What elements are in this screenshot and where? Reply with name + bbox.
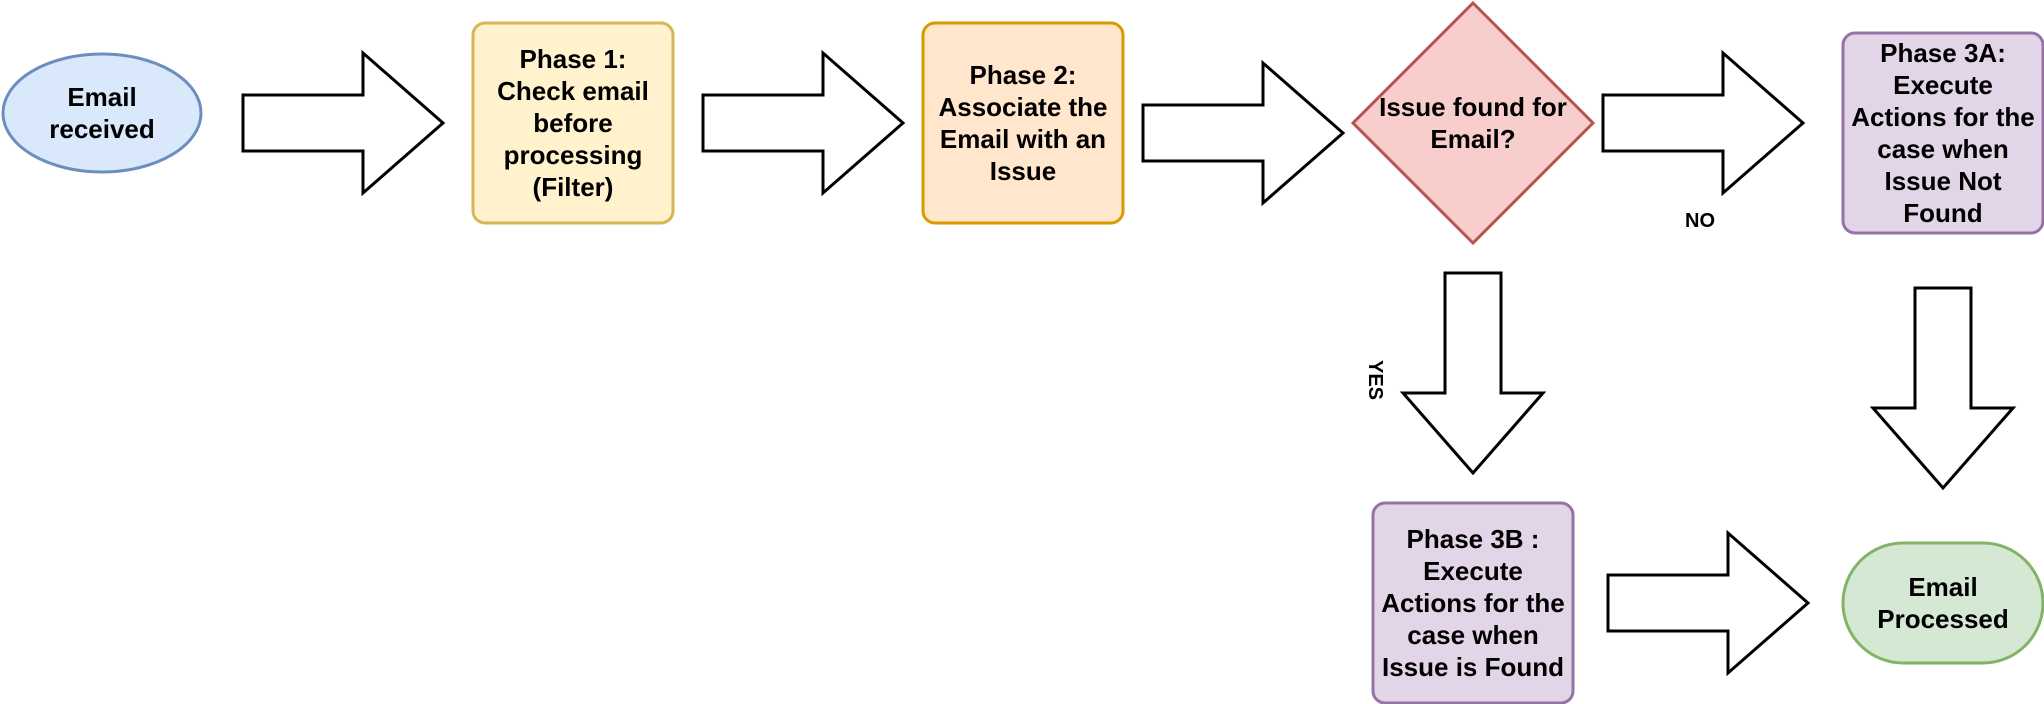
phase2-box[interactable] (921, 21, 1125, 225)
phase3a-box[interactable] (1841, 31, 2044, 235)
edge-label-yes: YES (1364, 360, 1386, 401)
phase1-box[interactable] (471, 21, 675, 225)
decision-label: Issue found for Email? (1379, 92, 1567, 154)
decision-diamond[interactable] (1350, 0, 1596, 246)
phase3a-label: Phase 3A: Execute Actions for the case w… (1851, 38, 2035, 228)
email-processed-label: Email Processed (1877, 572, 2009, 634)
arrow-start-to-phase1 (241, 49, 446, 197)
arrow-phase3b-to-end (1606, 529, 1811, 677)
arrow-phase2-to-decision (1141, 59, 1346, 207)
email-processed-shape[interactable] (1841, 541, 2044, 665)
phase3b-label: Phase 3B : Execute Actions for the case … (1381, 524, 1565, 682)
arrow-decision-to-phase3b (1399, 271, 1547, 476)
phase2-label: Phase 2: Associate the Email with an Iss… (938, 60, 1108, 186)
email-received-ellipse[interactable] (1, 52, 203, 174)
phase1-label: Phase 1: Check email before processing (… (497, 44, 649, 202)
arrow-phase1-to-phase2 (701, 49, 906, 197)
arrow-decision-to-phase3a (1601, 49, 1806, 197)
email-received-label: Email received (49, 82, 155, 144)
edge-label-no: NO (1685, 210, 1715, 232)
arrow-phase3a-to-end (1869, 286, 2017, 491)
phase3b-box[interactable] (1371, 501, 1575, 704)
